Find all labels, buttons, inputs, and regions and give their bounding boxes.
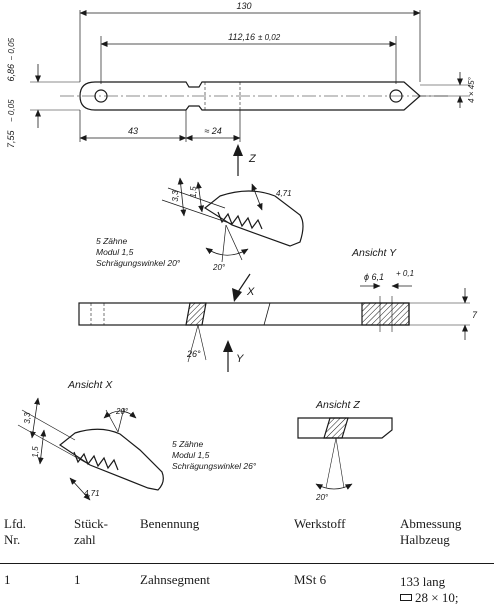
detail-z-note-1: 5 Zähne [96,236,127,246]
view-x-dim-a: 3,3 [23,412,32,424]
row-dim-line2: 28 × 10; [415,590,459,605]
view-x-note-1: 5 Zähne [172,439,203,449]
dim-chamfer: 4 × 45° [467,76,476,102]
segment-outline [79,81,421,111]
view-arrow-x-label: X [246,286,255,298]
view-arrow-y [223,340,233,372]
view-x-note-3: Schrägungswinkel 26° [172,461,257,471]
detail-z-teeth [217,211,263,230]
view-arrow-y-label: Y [236,353,244,365]
header-lfd-nr: Lfd. Nr. [4,516,27,547]
view-z-title: Ansicht Z [315,399,360,411]
dim-thickness-upper: 6,86 [6,64,16,82]
top-view [30,10,470,142]
detail-z-dim-c: 4,71 [276,189,292,198]
side-view-outline [78,302,410,326]
side-view-angle: 26° [186,349,201,359]
view-x-dim-c: 4,71 [84,489,100,498]
view-x-outline [58,428,164,491]
view-z [297,417,393,490]
dim-hole-spacing: 112,16 [228,32,255,42]
dim-thickness-lower: 7,55 [6,129,16,148]
view-x-teeth [73,451,119,471]
row-qty: 1 [74,572,81,587]
header-werkstoff: Werkstoff [294,516,346,531]
side-view-hole-dia: ϕ 6,1 [364,272,384,282]
detail-z [161,177,304,263]
side-view [78,283,470,363]
parts-list-table: Lfd. Nr. Stück- zahl Benennung Werkstoff… [0,508,494,610]
side-view-section-right [361,302,410,326]
dim-hole-spacing-tol: ± 0,02 [258,33,281,42]
view-z-teeth-section [323,417,349,439]
detail-z-dim-b: 1,5 [189,186,198,198]
view-y-title: Ansicht Y [351,247,397,259]
dim-left-offset: 43 [128,126,138,136]
table-header-rule [0,563,494,564]
detail-z-note-3: Schrägungswinkel 20° [96,258,181,268]
side-view-hole-tol: + 0,1 [396,269,414,278]
view-z-outline [297,417,393,439]
detail-z-dim-a: 3,3 [171,190,180,202]
detail-z-note-2: Modul 1,5 [96,247,134,257]
technical-drawing: 130 112,16 ± 0,02 43 ≈ 24 6,86 − 0,05 7,… [6,1,478,502]
view-arrow-z [233,144,243,176]
dim-thickness-upper-tol: − 0,05 [7,37,16,60]
row-material: MSt 6 [294,572,327,587]
side-view-section-left [185,302,207,326]
rectangle-section-icon [400,594,412,601]
view-x-dim-b: 1,5 [31,446,40,458]
view-x [17,397,164,501]
view-arrow-z-label: Z [248,153,257,165]
view-x-title: Ansicht X [67,379,113,391]
row-dim-line1: 133 lang [400,574,446,589]
row-dim-line2-wrap: 28 × 10; [400,590,458,606]
header-benennung: Benennung [140,516,200,531]
header-stueckzahl: Stück- zahl [74,516,108,547]
detail-z-angle: 20° [212,263,226,272]
mounting-hole-right [389,89,403,103]
row-name: Zahnsegment [140,572,211,587]
row-nr: 1 [4,572,11,587]
view-x-angle: 20° [115,407,129,416]
mounting-hole-left [94,89,108,103]
detail-z-outline [203,190,304,247]
view-z-angle: 20° [315,493,329,502]
view-arrow-x [232,273,251,302]
header-abmessung: Abmessung Halbzeug [400,516,462,547]
dim-overall-length: 130 [236,1,251,11]
dim-tooth-zone: ≈ 24 [204,126,221,136]
side-view-height: 7 [472,310,478,320]
view-x-note-2: Modul 1,5 [172,450,210,460]
dim-thickness-lower-tol: − 0,05 [7,99,16,122]
